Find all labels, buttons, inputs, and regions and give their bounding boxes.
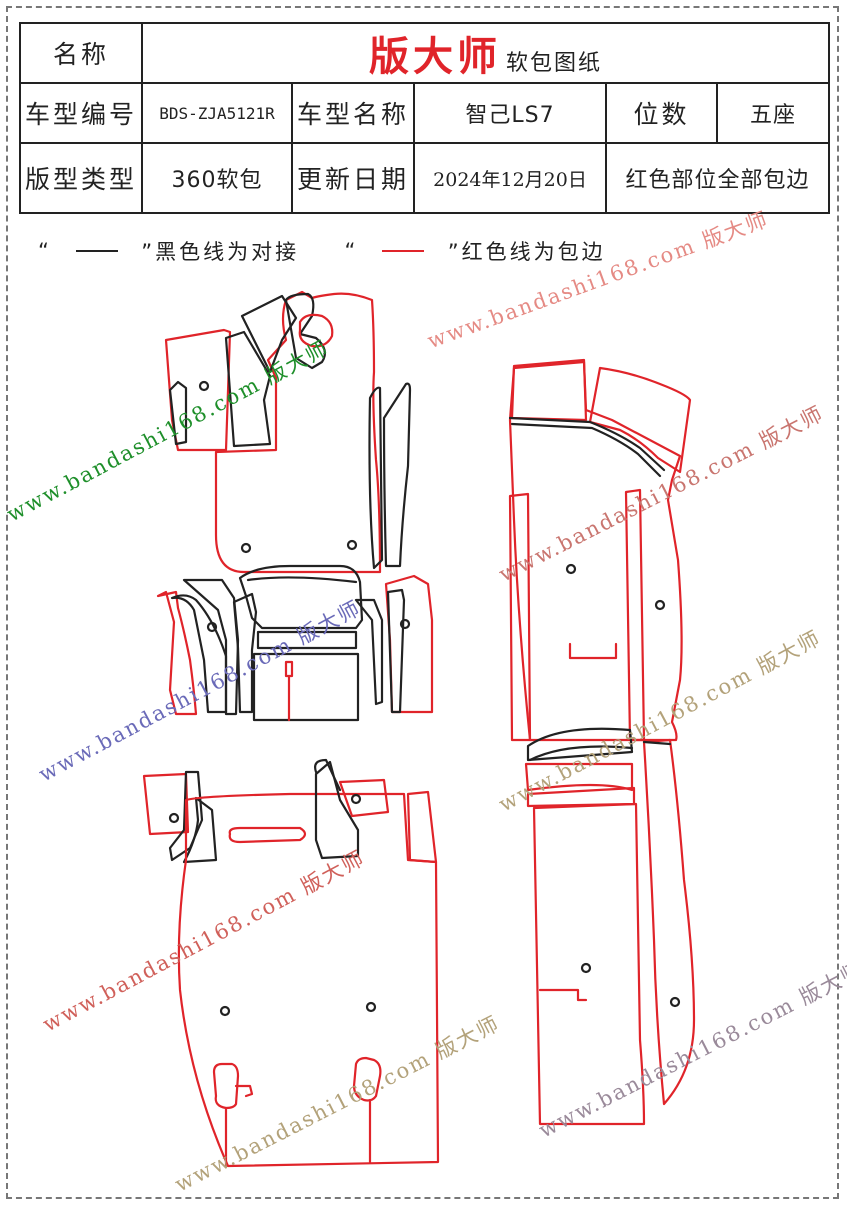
legend-black-text: ”黑色线为对接	[141, 240, 300, 264]
front-left-column-strip	[368, 386, 384, 570]
front-left-lower-right-strip	[386, 588, 406, 714]
front-left-lower-side-panel	[232, 592, 258, 714]
front-left-lower-slot	[284, 660, 294, 722]
rear-right-pocket	[352, 1056, 382, 1102]
edge-note: 红色部位全部包边	[604, 142, 831, 214]
seats-label: 位数	[605, 82, 718, 144]
right-middle-tunnel-2	[528, 745, 634, 762]
mount-hole	[206, 621, 218, 633]
front-left-pieces	[156, 290, 434, 722]
right-top-seam	[508, 416, 666, 472]
mount-hole	[399, 618, 411, 630]
front-left-lower-upper-tray	[238, 564, 364, 630]
right-inner-strip	[624, 488, 646, 742]
pattern-type: 360软包	[141, 142, 293, 214]
front-left-lower-tray-lip	[246, 576, 358, 584]
right-lower-floor	[532, 802, 646, 1126]
legend: “ ”黑色线为对接 “ ”红色线为包边	[38, 236, 606, 266]
front-left-top-bracket	[284, 292, 327, 370]
front-left-lower-bar	[256, 630, 358, 650]
front-left-lower-mid-strip	[182, 578, 240, 716]
pattern-type-label: 版型类型	[19, 142, 143, 214]
name-label: 名称	[19, 22, 143, 84]
front-left-right-strip	[382, 382, 412, 568]
legend-black-line	[75, 250, 118, 252]
front-left-lower-box	[252, 652, 360, 722]
right-lower-side-divider	[642, 740, 672, 746]
right-left-strip	[508, 492, 532, 742]
mount-hole	[350, 793, 362, 805]
front-left-lower-left-panel	[156, 590, 198, 716]
rear-center-strip	[314, 760, 360, 860]
drawing-subtitle: 软包图纸	[506, 51, 603, 76]
rear-main-floor	[177, 792, 440, 1168]
model-code: BDS-ZJA5121R	[141, 82, 293, 144]
rear-left-pocket-hook	[234, 1084, 254, 1098]
seats-value: 五座	[715, 82, 831, 144]
legend-black-open-quote: “	[38, 239, 52, 263]
front-left-upper-panel	[164, 328, 232, 452]
model-code-label: 车型编号	[19, 82, 143, 144]
mount-hole	[669, 996, 681, 1008]
right-top-flap-right	[588, 366, 692, 474]
right-top-flap-left	[510, 358, 588, 422]
right-column-pieces	[508, 358, 696, 1126]
front-left-lower-right-panel-2	[384, 574, 434, 714]
mount-hole	[565, 563, 577, 575]
rear-left-pocket	[212, 1062, 240, 1110]
mount-hole	[219, 1005, 231, 1017]
right-slot	[568, 642, 618, 660]
rear-center-small-panel	[338, 778, 390, 818]
front-left-inner-panel-2	[240, 294, 298, 374]
mount-hole	[168, 812, 180, 824]
front-left-inner-panel-1	[224, 330, 272, 448]
mount-hole	[365, 1001, 377, 1013]
legend-red-line	[382, 250, 425, 252]
right-lower-slot	[538, 988, 588, 1002]
rear-left-small-panel	[142, 772, 190, 836]
mount-hole	[346, 539, 358, 551]
title-cell: 版大师 软包图纸	[140, 22, 831, 84]
rear-left-strip	[168, 770, 204, 862]
right-top-seam-2	[510, 422, 662, 478]
front-left-lower-right-panel-1	[354, 598, 384, 706]
right-lower-side-strip	[642, 738, 696, 1106]
rear-center-hook	[314, 758, 342, 792]
legend-red-text: ”红色线为包边	[447, 240, 606, 264]
update-date-label: 更新日期	[291, 142, 415, 214]
page-border	[6, 6, 839, 1199]
rear-right-top-panel	[406, 790, 438, 864]
right-middle-band	[524, 762, 634, 792]
rear-left-connector	[182, 796, 218, 864]
front-left-lower-left-strip	[170, 594, 228, 714]
info-table: 名称 版大师 软包图纸 车型编号 BDS-ZJA5121R 车型名称 智己LS7…	[19, 22, 831, 214]
model-name: 智己LS7	[413, 82, 607, 144]
right-middle-tunnel	[526, 727, 634, 762]
rear-floor-pieces	[142, 758, 440, 1168]
rear-armrest-slot	[228, 826, 307, 844]
brand-title: 版大师	[368, 33, 501, 80]
mount-hole	[654, 599, 666, 611]
front-left-panel-edge	[168, 380, 188, 446]
legend-red-open-quote: “	[344, 239, 359, 263]
front-left-knob	[298, 313, 334, 348]
right-top-main-piece	[508, 360, 683, 742]
mount-hole	[240, 542, 252, 554]
model-name-label: 车型名称	[291, 82, 415, 144]
update-date: 2024年12月20日	[413, 142, 607, 214]
mount-hole	[580, 962, 592, 974]
mount-hole	[198, 380, 210, 392]
